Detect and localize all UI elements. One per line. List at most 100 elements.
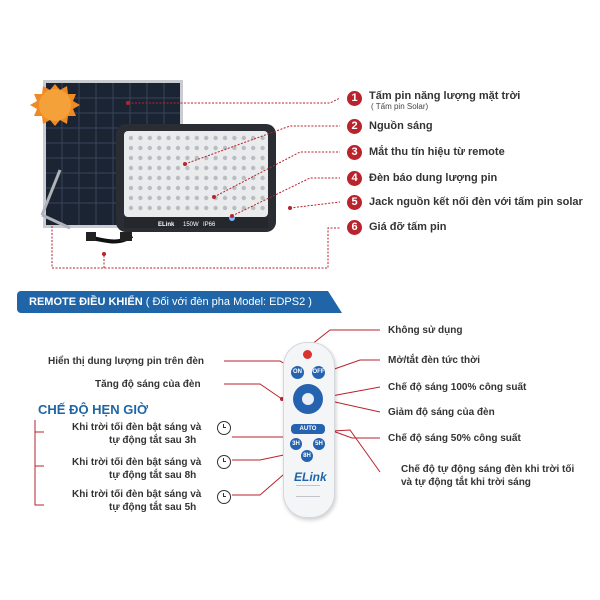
led-dot (232, 205, 237, 211)
led-dot (185, 145, 190, 151)
label-100-percent: Chế độ sáng 100% công suất (388, 382, 527, 393)
led-dot (194, 135, 199, 141)
led-dot (232, 145, 237, 151)
led-dot (241, 185, 246, 191)
led-dot (194, 155, 199, 161)
led-dot (251, 165, 256, 171)
led-dot (241, 145, 246, 151)
led-dot (147, 135, 152, 141)
led-dot (157, 195, 162, 201)
remote-8h-button[interactable]: 8H (301, 450, 313, 462)
lamp-ip: IP66 (203, 222, 216, 228)
lamp-watt: 150W (183, 222, 199, 228)
led-dot (251, 195, 256, 201)
led-dot (260, 135, 265, 141)
led-dot (213, 155, 218, 161)
led-dot (260, 165, 265, 171)
led-dot (213, 185, 218, 191)
led-dot (147, 175, 152, 181)
label-battery-indicator: Đèn báo dung lượng pin (369, 172, 498, 184)
led-dot (204, 135, 209, 141)
label-solar-panel: Tấm pin năng lượng mặt trời (369, 90, 521, 102)
remote-brand-logo: ELink (294, 470, 327, 484)
led-dot (260, 185, 265, 191)
label-light-source: Nguồn sáng (369, 120, 433, 132)
led-dot (194, 185, 199, 191)
remote-ir-led-icon (303, 350, 312, 359)
led-dot (251, 145, 256, 151)
lamp-brand: ELink (158, 222, 175, 228)
callout-number-5: 5 (347, 195, 362, 210)
led-dot (260, 175, 265, 181)
timer-5h-line2: tự động tắt sau 5h (109, 502, 197, 513)
timer-8h-line2: tự động tắt sau 8h (109, 470, 197, 481)
led-dot (147, 205, 152, 211)
remote-dpad-center[interactable] (302, 393, 314, 405)
led-dot (204, 175, 209, 181)
timer-heading: CHẾ ĐỘ HẸN GIỜ (38, 402, 149, 417)
leader-lines (51, 97, 341, 269)
led-dot (232, 135, 237, 141)
led-dot (128, 165, 134, 171)
led-dot (128, 175, 134, 181)
led-dot (241, 175, 246, 181)
led-dot (157, 145, 162, 151)
led-dot (138, 205, 143, 211)
led-dot (128, 205, 134, 211)
remote-auto-button[interactable]: AUTO (291, 424, 325, 434)
led-dot (175, 205, 181, 211)
led-dot (166, 185, 171, 191)
label-auto-mode-1: Chế độ tự động sáng đèn khi trời tối (401, 464, 575, 475)
led-dot (157, 175, 162, 181)
remote-3h-button[interactable]: 3H (290, 438, 302, 450)
led-dot (128, 185, 134, 191)
remote-5h-button[interactable]: 5H (313, 438, 325, 450)
led-dot (138, 145, 143, 151)
label-50-percent: Chế độ sáng 50% công suất (388, 433, 521, 444)
led-dot (185, 155, 190, 161)
led-dot (157, 205, 162, 211)
led-dot (138, 135, 143, 141)
led-dot (222, 195, 228, 201)
label-panel-stand: Giá đỡ tấm pin (369, 221, 447, 233)
led-dot (175, 195, 181, 201)
led-dot (157, 135, 162, 141)
led-dot (213, 205, 218, 211)
led-dot (166, 135, 171, 141)
sun-icon (30, 84, 80, 126)
led-dot (241, 195, 246, 201)
led-dot (185, 185, 190, 191)
led-dot (251, 155, 256, 161)
label-battery-display: Hiển thị dung lượng pin trên đèn (48, 356, 205, 367)
led-dot (166, 155, 171, 161)
led-dot (138, 185, 143, 191)
remote-banner-subtitle: ( Đối với đèn pha Model: EDPS2 ) (145, 296, 312, 308)
callout-number-2: 2 (347, 119, 362, 134)
led-dot (175, 185, 181, 191)
led-dot (128, 195, 134, 201)
led-dot (194, 205, 199, 211)
led-dot (222, 175, 228, 181)
remote-fineprint (296, 485, 320, 497)
led-dot (222, 155, 228, 161)
led-dot (166, 165, 171, 171)
led-dot (194, 195, 199, 201)
remote-off-button[interactable]: OFF (312, 366, 325, 379)
remote-on-button[interactable]: ON (291, 366, 304, 379)
led-dot (147, 145, 152, 151)
led-dot (185, 165, 190, 171)
led-dot (185, 205, 190, 211)
led-dot (128, 135, 134, 141)
remote-banner-title: REMOTE ĐIỀU KHIỂN (29, 296, 143, 308)
led-dot (194, 165, 199, 171)
led-dot (204, 145, 209, 151)
timer-3h-line1: Khi trời tối đèn bật sáng và (72, 422, 202, 433)
led-dot (138, 155, 143, 161)
led-dot (232, 195, 237, 201)
led-dot (213, 135, 218, 141)
led-dot (251, 175, 256, 181)
led-dot (222, 205, 228, 211)
callout-number-4: 4 (347, 171, 362, 186)
led-dot (204, 205, 209, 211)
label-solar-panel-sub: ( Tấm pin Solar) (371, 102, 429, 111)
